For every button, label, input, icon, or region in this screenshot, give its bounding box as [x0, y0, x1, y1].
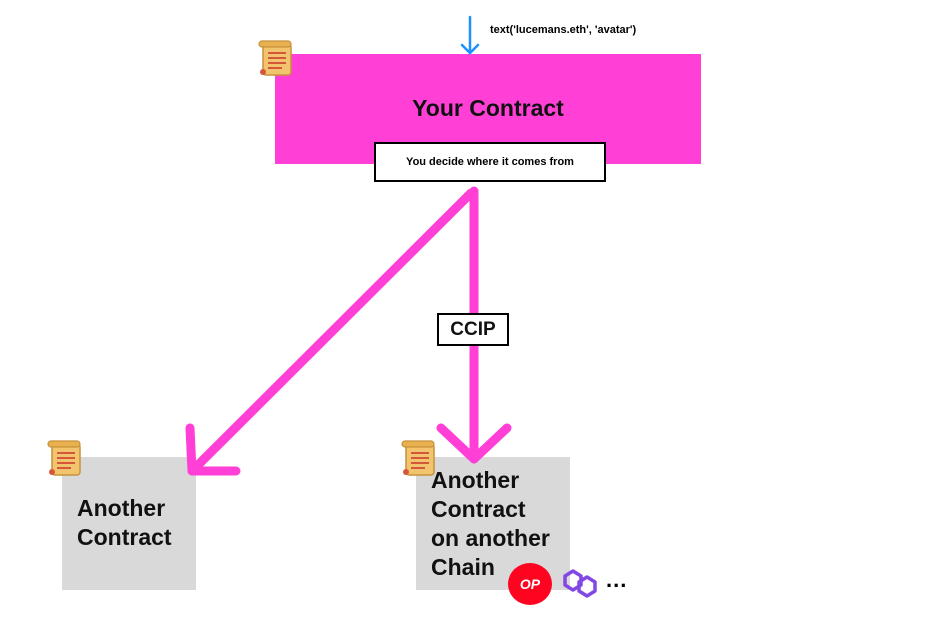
- label-line: Contract: [431, 496, 526, 522]
- more-chains-indicator: ...: [606, 567, 628, 592]
- direct-arrow: [185, 188, 476, 476]
- label-line: Chain: [431, 554, 495, 580]
- ccip-label: CCIP: [437, 313, 509, 346]
- resolver-call-label: text('lucemans.eth', 'avatar'): [490, 24, 637, 36]
- another-chain-contract-label: Another Contract on another Chain: [431, 466, 571, 582]
- another-contract-label: Another Contract: [77, 494, 197, 552]
- another-contract-box: [62, 457, 196, 590]
- source-note: You decide where it comes from: [374, 142, 606, 182]
- optimism-logo: OP: [508, 563, 552, 605]
- scroll-icon: [258, 40, 292, 76]
- incoming-arrow-icon: [460, 15, 480, 55]
- label-line: on another: [431, 525, 550, 551]
- scroll-icon: [47, 440, 81, 476]
- label-line: Another: [77, 495, 166, 521]
- your-contract-title: Your Contract: [412, 95, 564, 121]
- polygon-icon: [563, 569, 597, 598]
- label-line: Contract: [77, 524, 172, 550]
- scroll-icon: [401, 440, 435, 476]
- label-line: Another: [431, 467, 520, 493]
